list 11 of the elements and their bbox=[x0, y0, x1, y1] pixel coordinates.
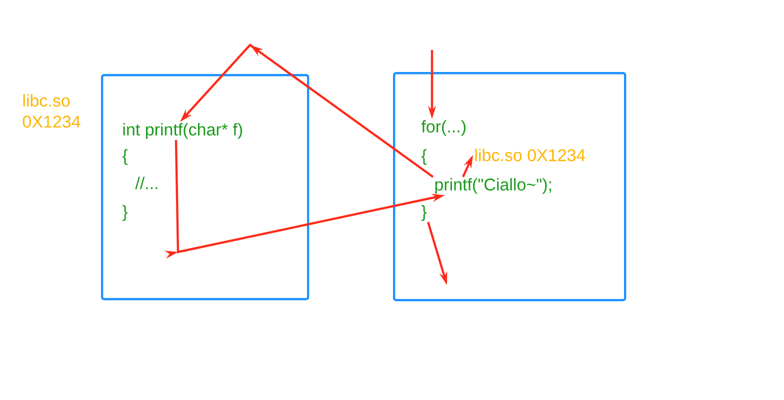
code-line: printf("Ciallo~"); bbox=[435, 178, 552, 194]
address-label: libc.so 0X1234 bbox=[475, 148, 586, 162]
code-line: { bbox=[422, 149, 427, 165]
code-line: } bbox=[422, 205, 427, 221]
code-line: for(...) bbox=[421, 120, 466, 136]
code-box bbox=[393, 72, 626, 302]
code-line: } bbox=[122, 205, 128, 221]
code-line: //... bbox=[135, 176, 158, 190]
code-line: { bbox=[122, 149, 128, 165]
address-label: libc.so 0X1234 bbox=[22, 94, 80, 128]
code-line: int printf(char* f) bbox=[123, 123, 242, 139]
